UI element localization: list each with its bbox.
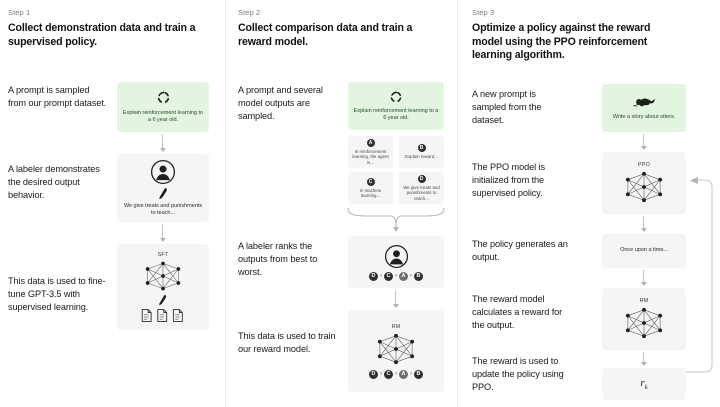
step3-reward-model-card[interactable]: RM	[602, 288, 686, 350]
column-divider-1	[225, 0, 226, 407]
rank-sep-1: ›	[380, 273, 382, 279]
step-1-label: Step 1	[8, 8, 31, 17]
step-2-caption-2: A labeler ranks the outputs from best to…	[238, 241, 318, 277]
step-2-column: Step 2 Collect comparison data and train…	[226, 0, 458, 407]
step1-labeler-text: We give treats and punishments to teach.…	[123, 202, 203, 216]
rm-rank-badge-3: A	[399, 369, 408, 379]
step1-prompt-text: Explain reinforcement learning to a 6 ye…	[122, 109, 204, 123]
step3-arrow-1	[640, 134, 647, 150]
step-3-caption-1: A new prompt is sampled from the dataset…	[472, 89, 542, 125]
step-2-heading: Collect comparison data and train a rewa…	[238, 22, 413, 48]
step-1-caption-2: A labeler demonstrates the desired outpu…	[8, 164, 100, 200]
reward-subscript: k	[644, 384, 648, 392]
step-3-column: Step 3 Optimize a policy against the rew…	[458, 0, 720, 407]
step2-brace	[346, 206, 446, 232]
step3-output-card[interactable]: Once upon a time...	[602, 234, 686, 268]
neural-net-icon	[374, 331, 418, 367]
step3-arrow-4	[640, 352, 647, 366]
pen-icon	[158, 294, 168, 306]
step2-reward-model-card[interactable]: RM D › C › A ›	[348, 310, 444, 392]
step-1-column: Step 1 Collect demonstration data and tr…	[0, 0, 226, 407]
column-divider-2	[457, 0, 458, 407]
output-badge-a: A	[366, 138, 375, 147]
step2-output-tile-d[interactable]: D We give treats and punishments to teac…	[399, 172, 444, 204]
neural-net-icon	[622, 305, 666, 341]
rm-rank-sep-2: ›	[395, 371, 397, 377]
step3-ppo-title: PPO	[638, 161, 650, 168]
step2-prompt-text: Explain reinforcement learning to a 6 ye…	[353, 107, 439, 121]
step1-arrow-1	[159, 134, 166, 152]
step2-prompt-card[interactable]: Explain reinforcement learning to a 6 ye…	[348, 82, 444, 130]
step3-rm-title: RM	[639, 297, 649, 304]
output-badge-c: C	[366, 177, 375, 186]
step3-new-prompt-card[interactable]: Write a story about otters.	[602, 84, 686, 132]
otter-icon	[630, 95, 658, 109]
rm-rank-badge-4: B	[414, 369, 423, 379]
step-3-label: Step 3	[472, 8, 495, 17]
output-badge-d: D	[417, 174, 426, 183]
refresh-icon	[156, 90, 171, 105]
output-badge-b: B	[417, 144, 426, 153]
step-3-caption-3: The policy generates an output.	[472, 239, 568, 262]
output-text-d: We give treats and punishments to teach.…	[403, 184, 440, 201]
step1-sft-card[interactable]: SFT	[117, 244, 209, 330]
pen-icon	[158, 187, 169, 200]
rank-badge-3: A	[399, 271, 408, 281]
rank-sep-2: ›	[395, 273, 397, 279]
person-icon	[384, 244, 409, 269]
documents-icon	[140, 308, 186, 323]
step2-output-tile-a[interactable]: A In reinforcement learning, the agent i…	[348, 136, 393, 168]
reward-formula: rk	[640, 377, 647, 391]
step-2-caption-3: This data is used to train our reward mo…	[238, 331, 336, 354]
step3-reward-value-card[interactable]: rk	[602, 368, 686, 400]
neural-net-icon	[142, 259, 184, 293]
step-1-caption-1: A prompt is sampled from our prompt data…	[8, 85, 107, 108]
step1-arrow-2	[159, 224, 166, 242]
rm-rank-sep-3: ›	[410, 371, 412, 377]
step2-rm-ranking-row: D › C › A › B	[369, 369, 423, 379]
rm-rank-badge-1: D	[369, 369, 378, 379]
step2-output-tile-c[interactable]: C In machine learning...	[348, 172, 393, 204]
step-1-heading: Collect demonstration data and train a s…	[8, 22, 196, 48]
rank-sep-3: ›	[410, 273, 412, 279]
output-text-a: In reinforcement learning, the agent is.…	[352, 148, 389, 165]
step3-new-prompt-text: Write a story about otters.	[612, 113, 676, 120]
step2-ranking-row: D › C › A › B	[369, 271, 423, 281]
step-3-caption-4: The reward model calculates a reward for…	[472, 294, 563, 330]
rank-badge-4: B	[414, 271, 423, 281]
step1-labeler-card[interactable]: We give treats and punishments to teach.…	[117, 154, 209, 222]
step3-arrow-2	[640, 216, 647, 232]
step-2-caption-1: A prompt and several model outputs are s…	[238, 85, 323, 121]
neural-net-icon	[622, 169, 666, 205]
step2-arrow-1	[392, 290, 399, 308]
step3-feedback-loop	[684, 168, 716, 388]
person-icon	[150, 159, 176, 185]
refresh-icon	[389, 90, 403, 104]
step2-rm-title: RM	[391, 323, 401, 330]
step3-output-text: Once upon a time...	[620, 247, 668, 254]
step2-ranking-card[interactable]: D › C › A › B	[348, 236, 444, 288]
rm-rank-badge-2: C	[384, 369, 393, 379]
step1-sft-title: SFT	[157, 251, 169, 258]
step2-output-tile-b[interactable]: B Explain reward...	[399, 136, 444, 168]
output-text-b: Explain reward...	[405, 154, 438, 160]
step-1-caption-3: This data is used to fine-tune GPT-3.5 w…	[8, 276, 106, 312]
output-text-c: In machine learning...	[359, 187, 382, 198]
rank-badge-1: D	[369, 271, 378, 281]
reward-symbol: r	[640, 376, 645, 389]
step-3-caption-5: The reward is used to update the policy …	[472, 356, 564, 392]
rank-badge-2: C	[384, 271, 393, 281]
step-2-label: Step 2	[238, 8, 261, 17]
step-3-heading: Optimize a policy against the reward mod…	[472, 22, 651, 62]
step-3-caption-2: The PPO model is initialized from the su…	[472, 162, 545, 198]
step3-arrow-3	[640, 270, 647, 286]
rm-rank-sep-1: ›	[380, 371, 382, 377]
step3-ppo-card[interactable]: PPO	[602, 152, 686, 214]
step1-prompt-card[interactable]: Explain reinforcement learning to a 6 ye…	[117, 82, 209, 132]
